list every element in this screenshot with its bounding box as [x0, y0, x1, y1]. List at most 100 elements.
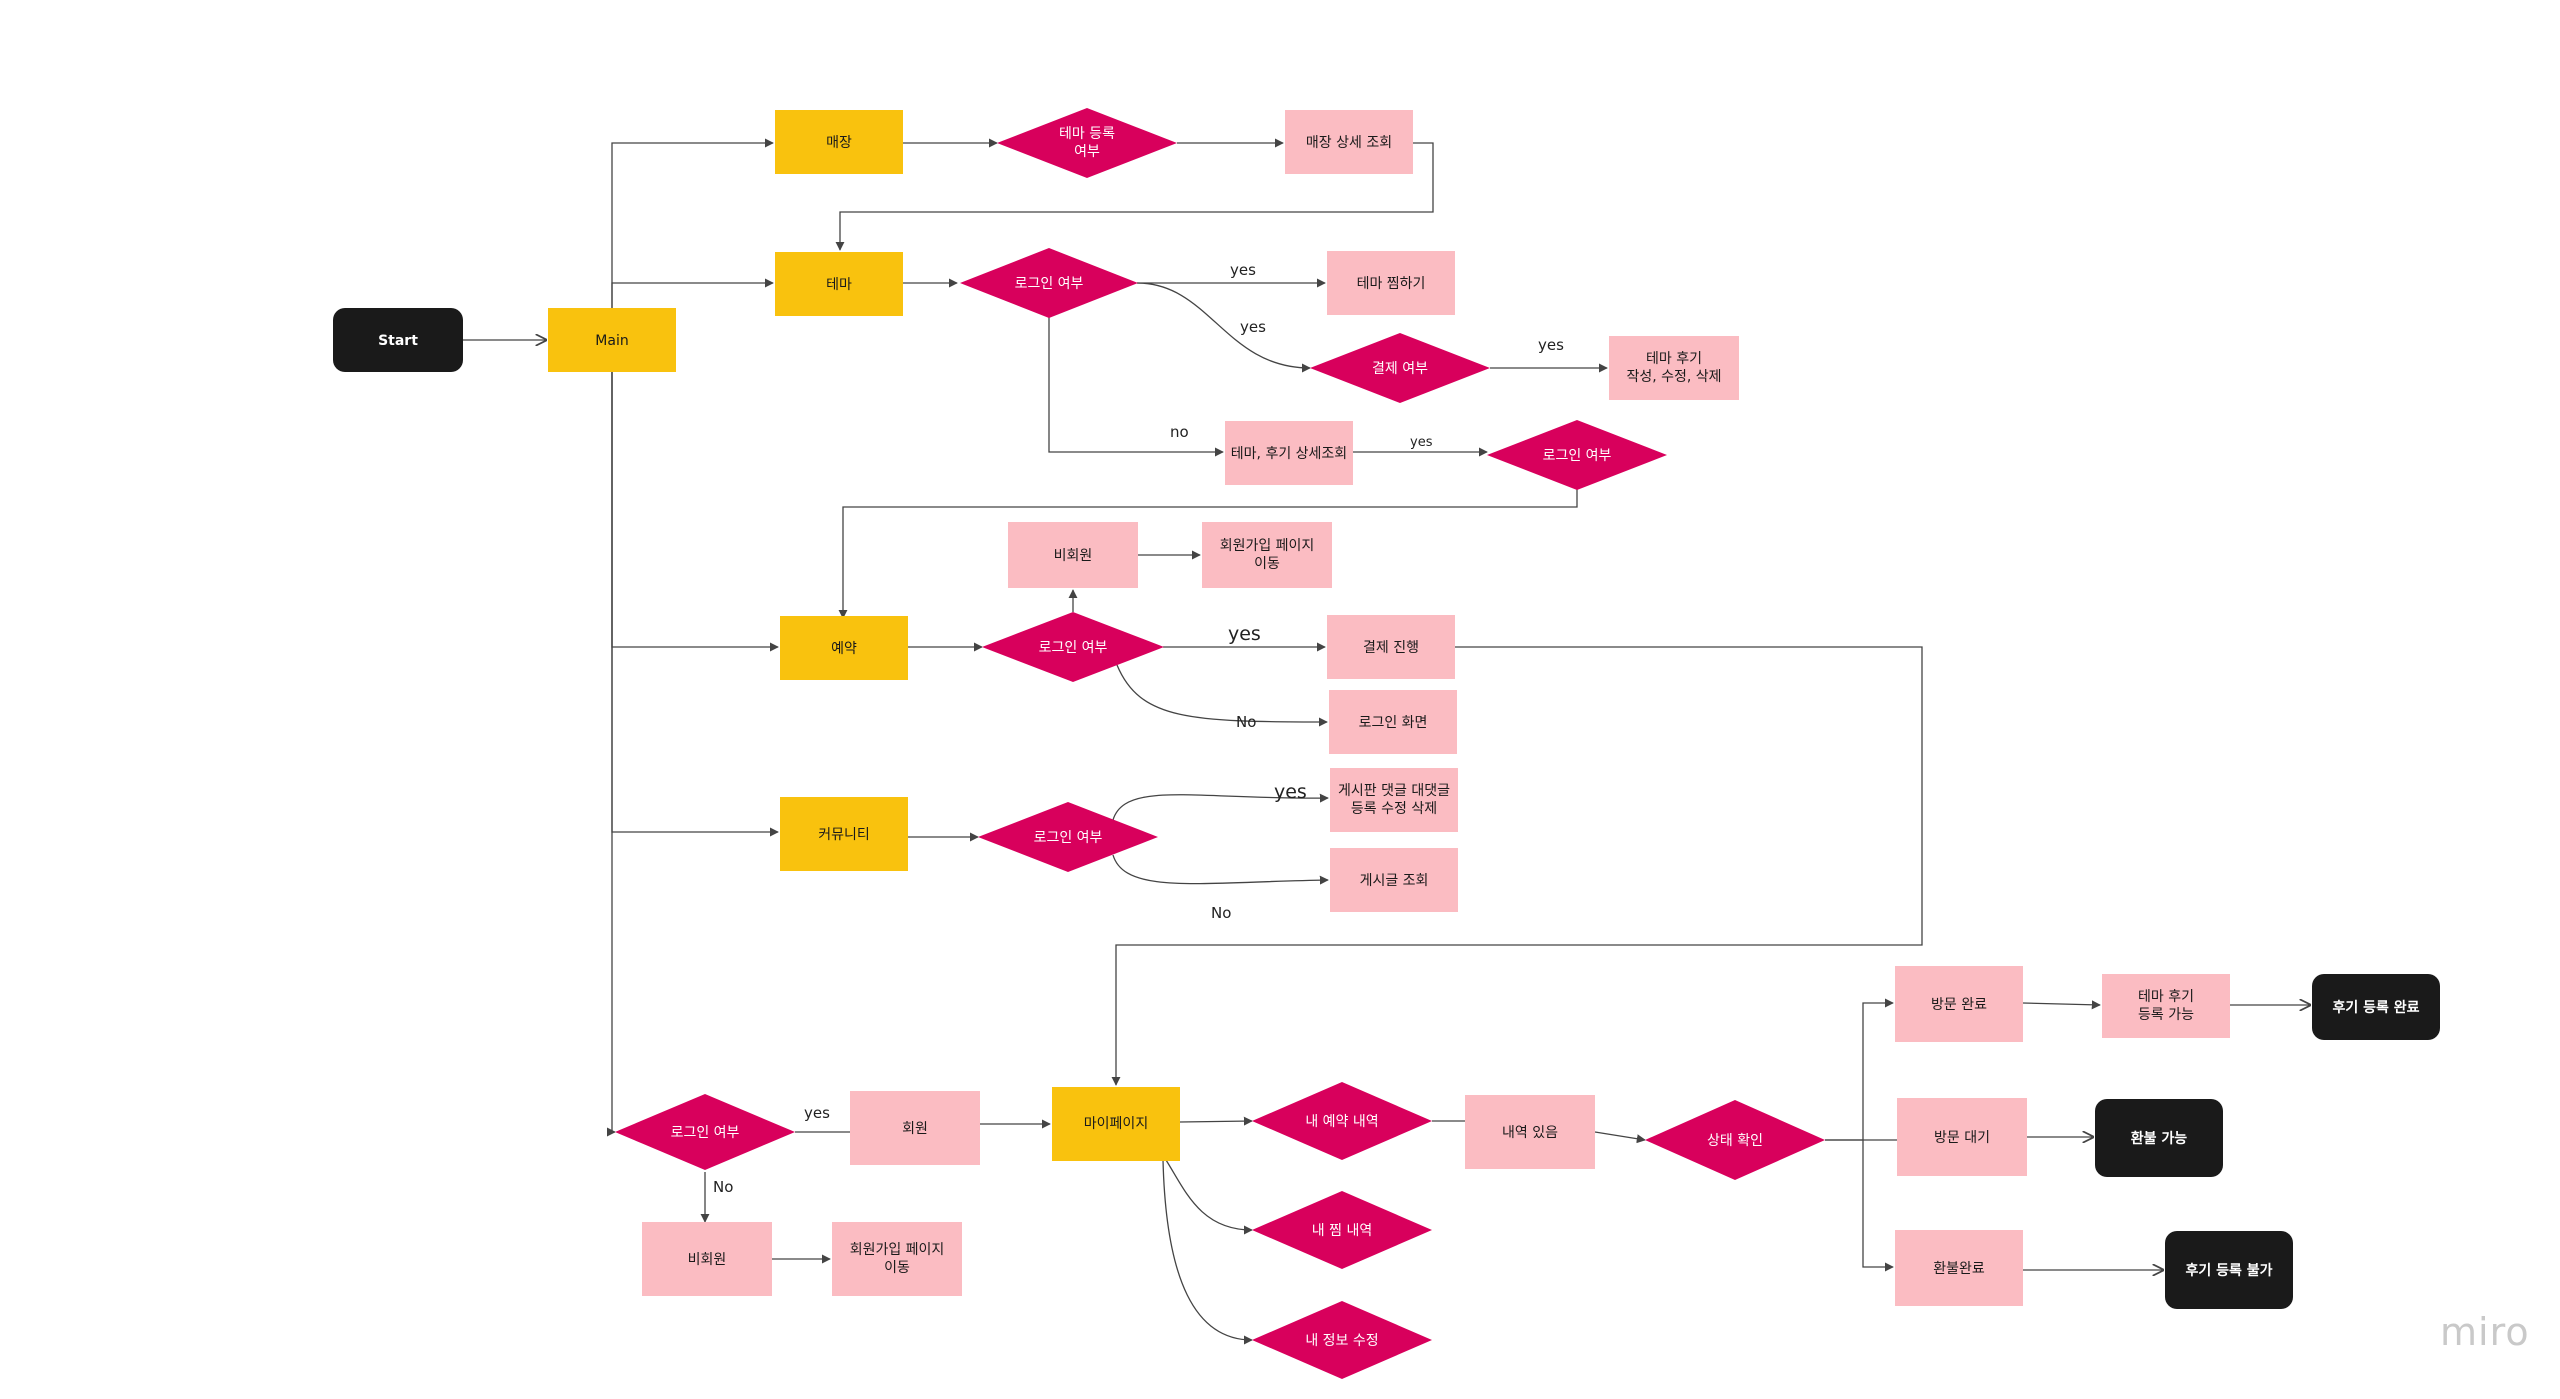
signup-bottom-line1: 회원가입 페이지	[850, 1242, 945, 1258]
theme-node[interactable]: 테마	[775, 252, 903, 316]
member-label: 회원	[902, 1121, 928, 1137]
review-write-box[interactable]: 테마 후기 작성, 수정, 삭제	[1609, 336, 1739, 400]
label-no-community: No	[1211, 904, 1231, 922]
edge-login-board	[1112, 793, 1329, 821]
edge-login-payment	[1136, 282, 1311, 373]
start-label: Start	[378, 333, 418, 349]
refund-possible-label: 환불 가능	[2131, 1130, 2188, 1147]
review-write-line1: 테마 후기	[1646, 351, 1702, 367]
review-registered-terminal[interactable]: 후기 등록 완료	[2312, 974, 2440, 1040]
edge-login-loginscreen	[1116, 664, 1328, 727]
board-actions-line1: 게시판 댓글 대댓글	[1338, 783, 1450, 799]
edge-main-login-bottom	[606, 370, 616, 1137]
mypage-label: 마이페이지	[1084, 1116, 1148, 1132]
label-yes-community: yes	[1274, 781, 1307, 803]
payment-proceed-box[interactable]: 결제 진행	[1327, 615, 1455, 679]
login-check-theme-decision[interactable]: 로그인 여부	[960, 248, 1138, 318]
review-registered-label: 후기 등록 완료	[2332, 1000, 2419, 1016]
label-no-bottom: No	[713, 1178, 733, 1196]
label-yes-theme-payment: yes	[1240, 318, 1266, 336]
review-write-line2: 작성, 수정, 삭제	[1626, 369, 1721, 385]
my-likes-decision[interactable]: 내 찜 내역	[1252, 1191, 1432, 1269]
has-history-label: 내역 있음	[1502, 1125, 1558, 1141]
has-history-box[interactable]: 내역 있음	[1465, 1095, 1595, 1169]
signup-reserve-line2: 이동	[1254, 556, 1280, 572]
theme-label: 테마	[826, 277, 852, 293]
edge-login-postview	[1112, 854, 1329, 885]
reservation-node[interactable]: 예약	[780, 616, 908, 680]
status-check-decision[interactable]: 상태 확인	[1645, 1100, 1825, 1180]
visit-done-box[interactable]: 방문 완료	[1895, 966, 2023, 1042]
review-impossible-terminal[interactable]: 후기 등록 불가	[2165, 1231, 2293, 1309]
payment-check-decision[interactable]: 결제 여부	[1310, 333, 1490, 403]
login-check-reserve-label: 로그인 여부	[1039, 640, 1108, 656]
member-box[interactable]: 회원	[850, 1091, 980, 1165]
theme-registered-decision[interactable]: 테마 등록 여부	[997, 108, 1177, 178]
store-label: 매장	[826, 135, 852, 151]
theme-like-label: 테마 찜하기	[1357, 276, 1426, 292]
non-member-reserve-box[interactable]: 비회원	[1008, 522, 1138, 588]
edge-history-status	[1594, 1131, 1646, 1144]
post-view-label: 게시글 조회	[1360, 873, 1429, 889]
mypage-node[interactable]: 마이페이지	[1052, 1087, 1180, 1161]
label-yes-bottom: yes	[804, 1104, 830, 1122]
theme-registered-line1: 테마 등록	[1059, 126, 1115, 142]
my-reservations-decision[interactable]: 내 예약 내역	[1252, 1082, 1432, 1160]
signup-reserve-box[interactable]: 회원가입 페이지 이동	[1202, 522, 1332, 588]
login-check-bottom-label: 로그인 여부	[671, 1125, 740, 1141]
login-screen-box[interactable]: 로그인 화면	[1329, 690, 1457, 754]
edge-mypage-myinfo	[1162, 1159, 1253, 1345]
login-check-bottom-decision[interactable]: 로그인 여부	[615, 1094, 795, 1170]
login-check-community-label: 로그인 여부	[1034, 830, 1103, 846]
visit-done-label: 방문 완료	[1931, 997, 1987, 1013]
visit-waiting-label: 방문 대기	[1934, 1130, 1990, 1146]
my-info-decision[interactable]: 내 정보 수정	[1252, 1301, 1432, 1379]
edge-login-reservation	[838, 487, 1578, 619]
start-terminal[interactable]: Start	[333, 308, 463, 372]
review-possible-line1: 테마 후기	[2138, 989, 2194, 1005]
my-likes-label: 내 찜 내역	[1312, 1223, 1372, 1239]
review-impossible-label: 후기 등록 불가	[2185, 1263, 2272, 1279]
login-check-reserve-decision[interactable]: 로그인 여부	[982, 612, 1164, 682]
board-actions-line2: 등록 수정 삭제	[1351, 801, 1437, 817]
community-node[interactable]: 커뮤니티	[780, 797, 908, 871]
edge-mypage-mylikes	[1165, 1159, 1253, 1235]
refund-done-box[interactable]: 환불완료	[1895, 1230, 2023, 1306]
label-yes-theme-like: yes	[1230, 261, 1256, 279]
edge-status-refunddone	[1862, 1140, 1894, 1272]
non-member-reserve-label: 비회원	[1054, 548, 1093, 564]
edge-main-community	[611, 370, 779, 837]
my-reservations-label: 내 예약 내역	[1305, 1114, 1378, 1130]
edge-login-reviewview	[1048, 316, 1224, 457]
store-detail-label: 매장 상세 조회	[1306, 135, 1392, 151]
store-node[interactable]: 매장	[775, 110, 903, 174]
board-actions-box[interactable]: 게시판 댓글 대댓글 등록 수정 삭제	[1330, 768, 1458, 832]
login-check-theme-label: 로그인 여부	[1015, 276, 1084, 292]
review-view-box[interactable]: 테마, 후기 상세조회	[1225, 421, 1353, 485]
payment-check-label: 결제 여부	[1372, 361, 1428, 377]
store-detail-box[interactable]: 매장 상세 조회	[1285, 110, 1413, 174]
edge-status-visitdone	[1825, 998, 1894, 1141]
login-check-community-decision[interactable]: 로그인 여부	[978, 802, 1158, 872]
theme-like-box[interactable]: 테마 찜하기	[1327, 251, 1455, 315]
main-node[interactable]: Main	[548, 308, 676, 372]
payment-proceed-label: 결제 진행	[1363, 640, 1419, 656]
edge-status-visitwait	[1825, 1139, 1913, 1149]
edge-main-store	[611, 138, 774, 310]
label-yes-payment-review: yes	[1538, 336, 1564, 354]
refund-done-label: 환불완료	[1933, 1261, 1985, 1277]
theme-registered-line2: 여부	[1074, 144, 1100, 160]
login-check-review-decision[interactable]: 로그인 여부	[1487, 420, 1667, 490]
edge-main-reservation	[611, 370, 779, 652]
status-check-label: 상태 확인	[1707, 1133, 1763, 1149]
login-screen-label: 로그인 화면	[1359, 715, 1428, 731]
visit-waiting-box[interactable]: 방문 대기	[1897, 1098, 2027, 1176]
label-no-theme-view: no	[1170, 423, 1189, 441]
edge-mypage-myres	[1179, 1116, 1253, 1126]
label-yes-reserve: yes	[1228, 623, 1261, 645]
signup-bottom-box[interactable]: 회원가입 페이지 이동	[832, 1222, 962, 1296]
review-possible-box[interactable]: 테마 후기 등록 가능	[2102, 974, 2230, 1038]
post-view-box[interactable]: 게시글 조회	[1330, 848, 1458, 912]
refund-possible-terminal[interactable]: 환불 가능	[2095, 1099, 2223, 1177]
non-member-bottom-box[interactable]: 비회원	[642, 1222, 772, 1296]
